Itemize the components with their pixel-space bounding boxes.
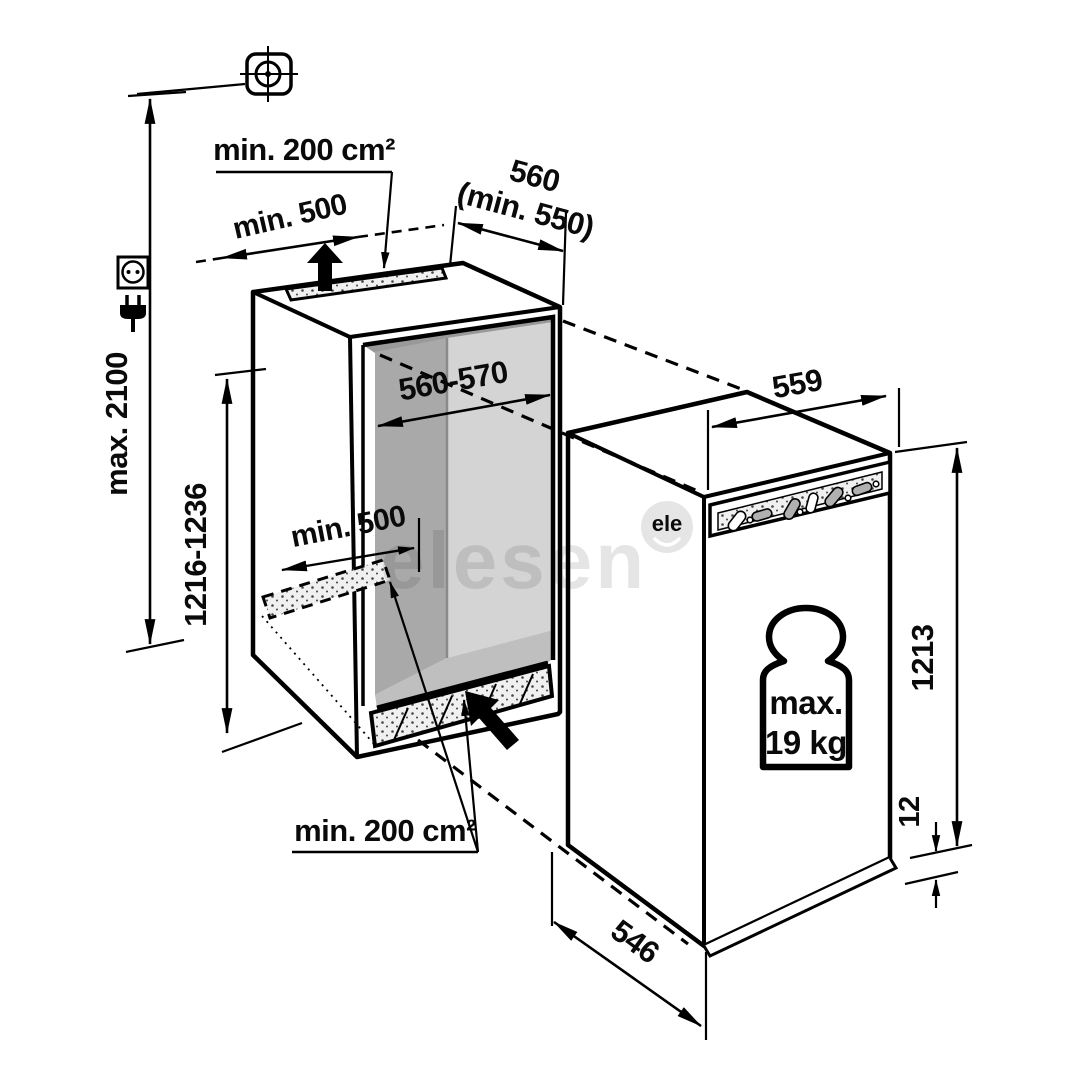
appliance: max. 19 kg [565, 389, 899, 958]
vent-hatch-line [393, 707, 409, 741]
dim-tick [125, 638, 185, 654]
dim-bottom-gap: 12 [894, 796, 959, 908]
registration-leader [136, 82, 246, 96]
watermark-smile-icon [653, 537, 681, 547]
watermark-text: elesen [380, 516, 647, 605]
projection-lines [379, 319, 745, 946]
control-led [746, 516, 754, 524]
dim-line [456, 221, 565, 253]
vent-projection-dotted [261, 615, 375, 745]
appliance-base [702, 857, 899, 958]
dim-ext [448, 205, 458, 267]
dim-line [710, 394, 888, 429]
door-weight-symbol: max. 19 kg [759, 604, 853, 771]
leader-line [381, 171, 394, 270]
bottom-vent-label: min. 200 cm² [294, 813, 476, 848]
dim-tick [904, 870, 959, 886]
projection-bottom [417, 738, 689, 946]
top-clearance-label: min. 500 [230, 188, 351, 246]
control-panel-strip [708, 459, 892, 539]
socket-circle [121, 260, 145, 284]
plug-body [120, 305, 146, 319]
watermark-badge-text: ele [652, 511, 683, 536]
dim-niche-height: 1216-1236 [178, 367, 303, 754]
socket-pin-hole [135, 270, 140, 274]
control-button [727, 510, 747, 532]
top-vent-strip [283, 266, 449, 302]
weight-icon [759, 604, 853, 771]
projection-middle [379, 353, 701, 494]
vent-hatch-line [518, 673, 534, 707]
dim-tick [214, 367, 267, 377]
hidden-floor-vent [261, 558, 392, 745]
niche-cabinet [250, 260, 563, 760]
dim-ext [561, 211, 568, 306]
appliance-height-label: 1213 [905, 624, 940, 691]
control-button [851, 481, 873, 497]
socket-pin-hole [126, 270, 131, 274]
dim-appliance-height: 1213 [894, 440, 973, 860]
niche-left-wall [375, 338, 447, 695]
base-depth-label: 546 [605, 913, 666, 971]
dim-top-ventilation: min. 200 cm² [213, 132, 396, 270]
dim-tick [909, 843, 973, 860]
dim-line [553, 920, 702, 1028]
dim-appliance-depth: 559 [706, 362, 901, 490]
dim-tick [127, 90, 187, 98]
vent-hatch-line [437, 695, 453, 729]
control-button [805, 492, 819, 514]
control-led [796, 508, 804, 516]
hidden-vent-strip [261, 558, 392, 620]
airflow-in-arrow-icon [465, 691, 519, 750]
leader-line [388, 580, 480, 853]
control-button [824, 486, 844, 508]
dim-ext-dashed [357, 223, 445, 239]
top-vent-slot [283, 266, 449, 302]
dim-line [376, 393, 552, 428]
niche-floor [375, 630, 553, 708]
control-button [783, 498, 801, 520]
weight-max-label: max. [769, 684, 842, 721]
top-vent-label: min. 200 cm² [213, 132, 395, 167]
max-height-label: max. 2100 [99, 352, 134, 496]
dim-bottom-ventilation: min. 200 cm² [292, 580, 480, 854]
niche-opening-edge [362, 314, 556, 660]
control-panel-buttons [727, 480, 880, 532]
bottom-gap-label: 12 [894, 796, 926, 827]
dim-line [220, 235, 360, 260]
dim-ext-dashed [195, 256, 223, 264]
niche-height-label: 1216-1236 [178, 483, 213, 627]
dim-tick [221, 721, 303, 754]
watermark: elesen ele [380, 501, 693, 605]
control-led [872, 480, 880, 488]
dim-tick [894, 440, 968, 454]
niche-floor-front-edge [376, 660, 549, 711]
cabinet-top-front-edge [349, 305, 561, 339]
weight-kg-label: 19 kg [765, 724, 847, 761]
control-led [844, 494, 852, 502]
dim-max-installation-height: max. 2100 [99, 90, 187, 654]
registration-mark [136, 46, 298, 102]
dim-line [280, 546, 416, 572]
appliance-depth-label: 559 [769, 362, 825, 405]
power-plug-icon [120, 295, 146, 332]
projection-top [562, 319, 745, 392]
leader-line [461, 698, 480, 853]
power-connection [116, 255, 150, 332]
niche-interior [361, 314, 556, 711]
